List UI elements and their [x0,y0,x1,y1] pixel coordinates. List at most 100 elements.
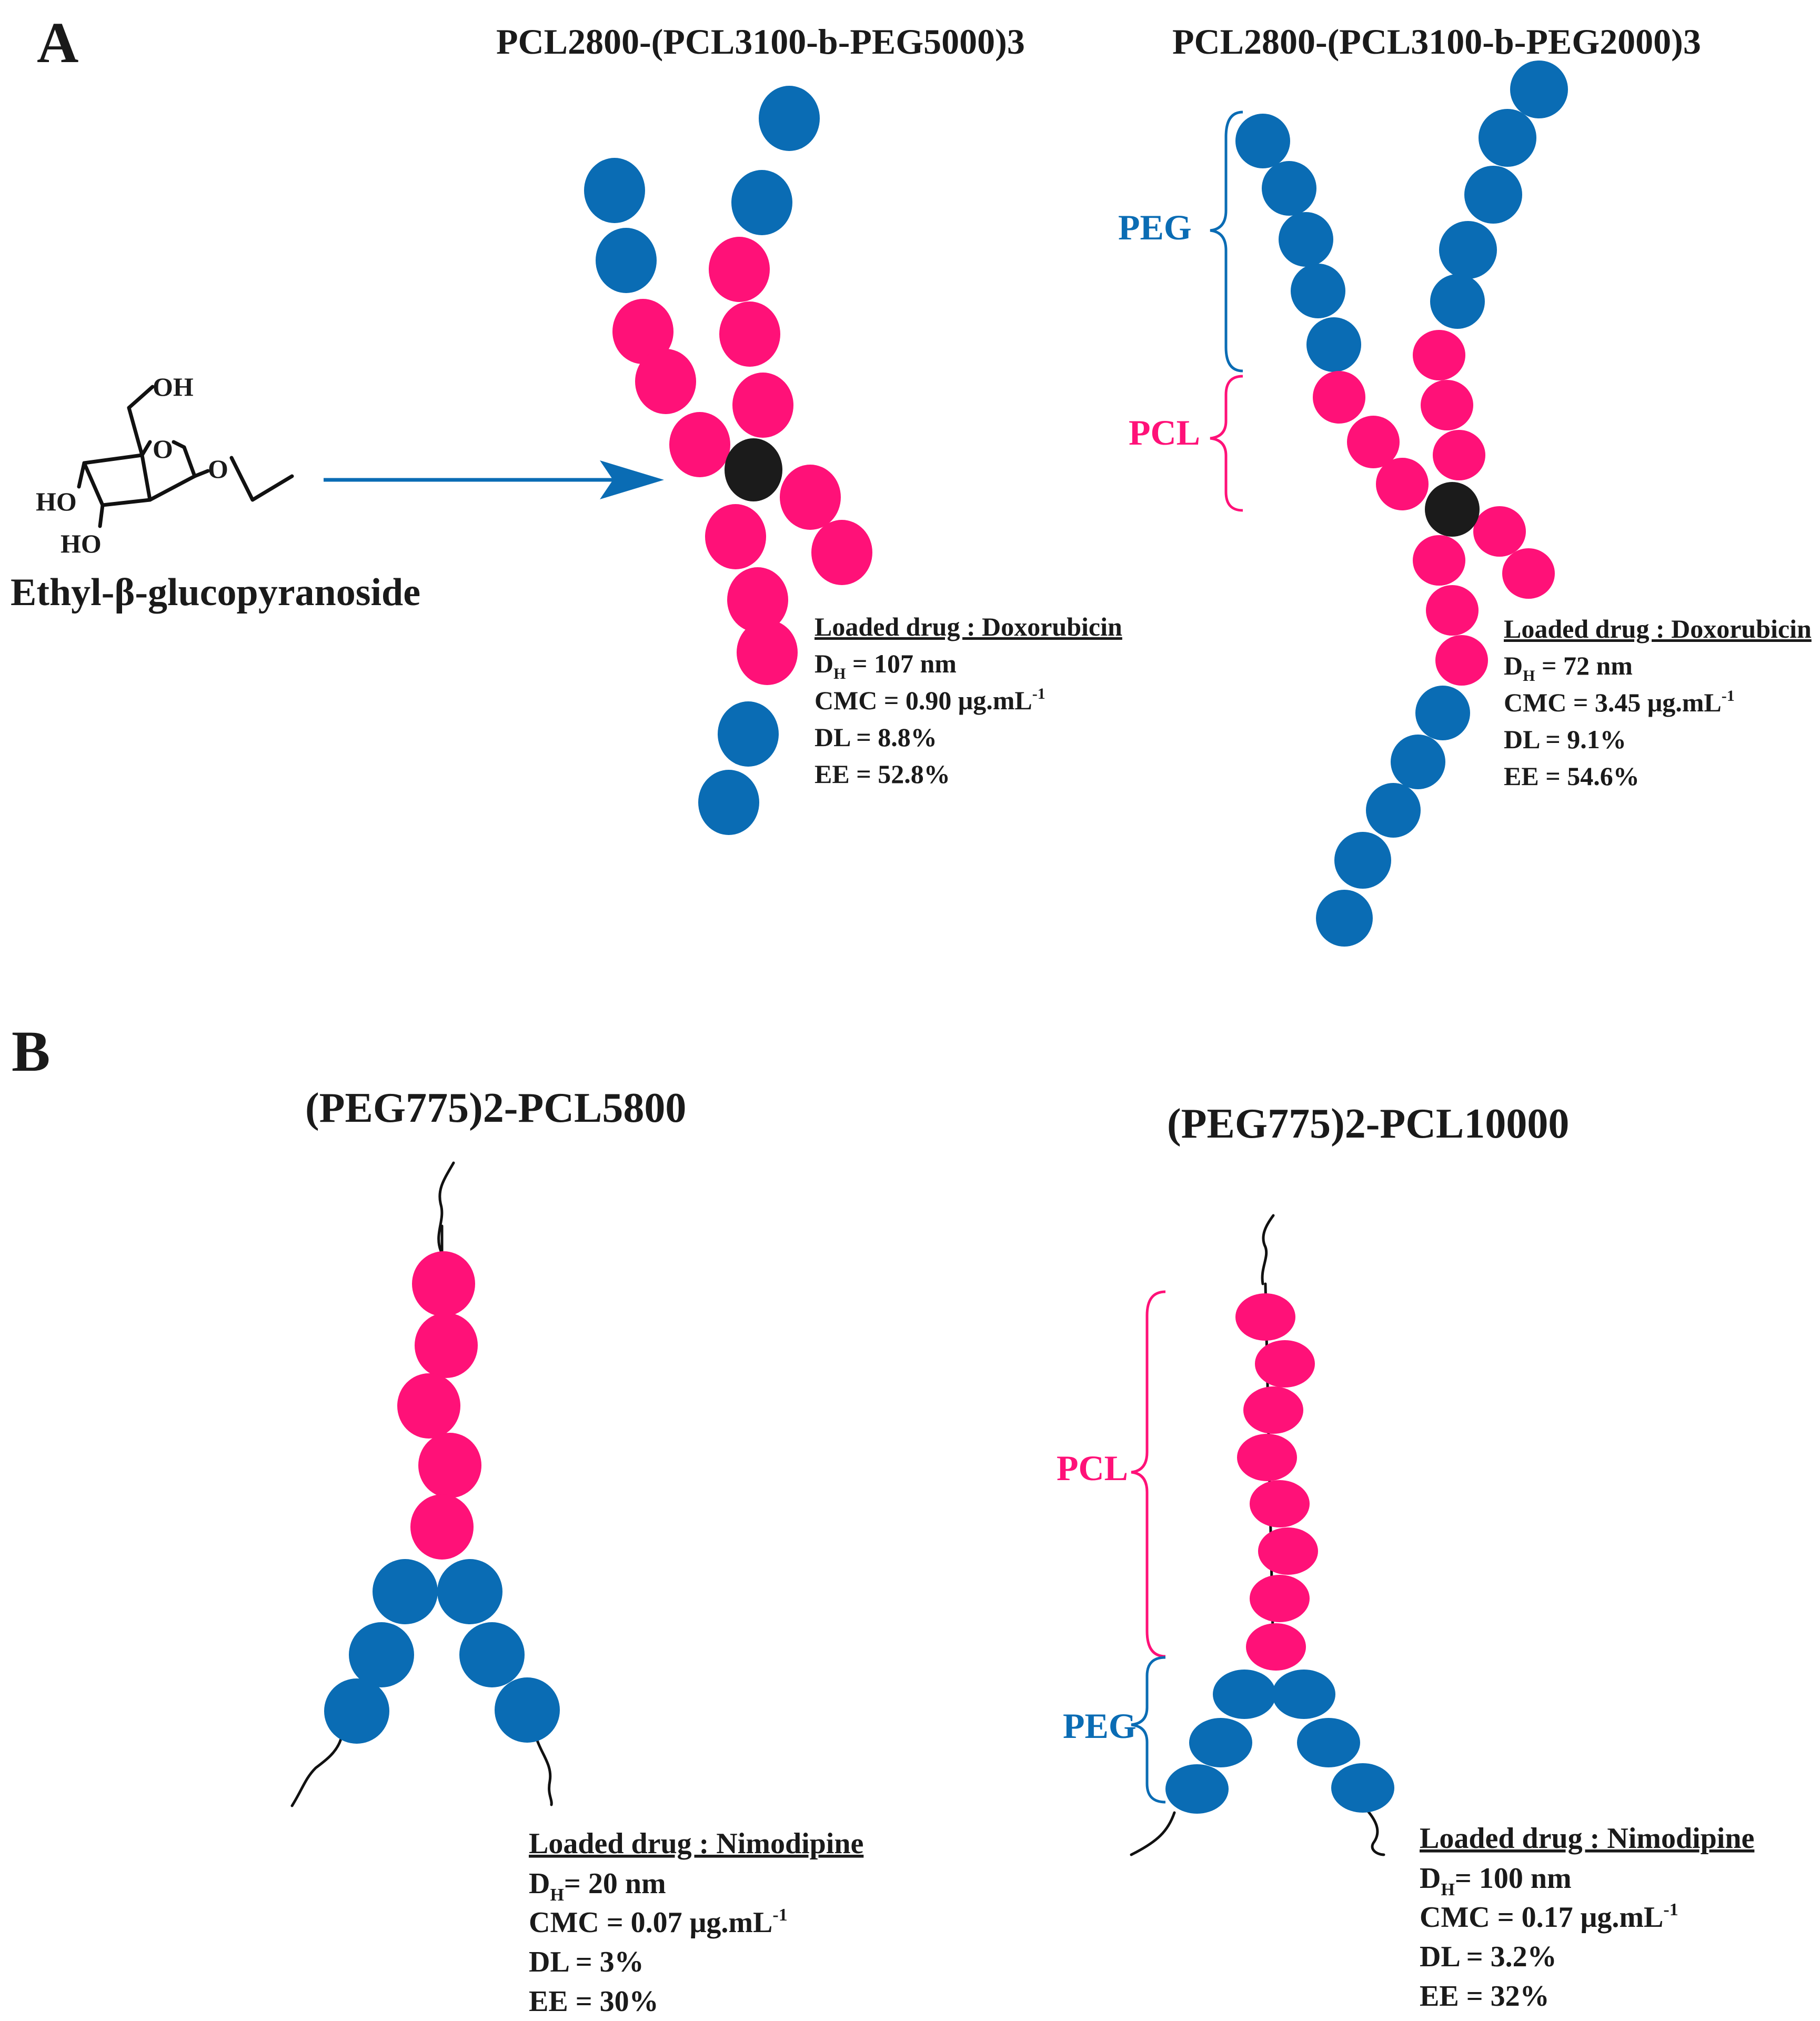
peg-bead [324,1678,389,1744]
cmc-line: CMC = 0.07 μg.mL-1 [529,1905,788,1939]
pcl-bead [1255,1340,1315,1387]
peg-bead [1235,114,1290,168]
panel-b-label: B [12,1019,50,1083]
pcl-bead [1243,1386,1303,1434]
ch2-bond-2 [127,385,155,410]
peg-bracket [1131,1656,1166,1804]
panel-b: B (PEG775)2-PCL5800 Loaded drug : Nimodi… [12,1019,1754,2018]
peg-bead [1189,1718,1252,1767]
peg-bead [1331,1763,1394,1813]
pcl-bead [1413,330,1465,380]
cmc-superscript: -1 [1032,685,1045,702]
peg-bead [495,1677,560,1743]
pcl-bead [1376,458,1429,510]
peg-bead [373,1559,438,1624]
pcl-bead [1502,548,1555,599]
peg-bead [1291,264,1345,318]
ethyl-chain [229,456,294,502]
polymer-b2-chain [1165,1293,1394,1814]
dl-line: DL = 3% [529,1946,644,1978]
polymer-a2-properties: Loaded drug : Doxorubicin DH = 72 nm CMC… [1504,614,1812,791]
peg-bead [1262,161,1316,216]
peg-bead [1479,109,1536,167]
dh-line: DH = 72 nm [1504,651,1633,685]
cmc-text: CMC = 0.90 μg.mL [815,686,1032,715]
arrow-to-core [324,460,664,499]
dh-subscript: H [1523,667,1535,685]
glucopyranoside-structure [77,385,294,528]
arrow-head [600,460,664,499]
polymer-a1-chain [584,86,872,835]
peg-bracket-label: PEG [1118,207,1192,247]
polymer-b1-properties: Loaded drug : Nimodipine DH= 20 nm CMC =… [529,1827,863,2018]
peg-bead [459,1622,525,1687]
peg-bracket-label: PEG [1063,1706,1137,1746]
cmc-text: CMC = 0.17 μg.mL [1420,1901,1663,1934]
ee-line: EE = 52.8% [815,759,950,789]
polymer-b2-properties: Loaded drug : Nimodipine DH= 100 nm CMC … [1420,1822,1754,2013]
dh-line: DH = 107 nm [815,649,957,682]
polymer-b2-title: (PEG775)2-PCL10000 [1167,1101,1569,1147]
dh-value: = 20 nm [564,1867,666,1900]
pcl-bead [1313,371,1365,424]
pcl-bead [705,504,766,569]
cmc-line: CMC = 0.90 μg.mL-1 [815,685,1045,715]
atom-ho-bottom: HO [61,529,102,558]
molecule-name: Ethyl-β-glucopyranoside [11,571,420,614]
peg-bead [1297,1718,1360,1767]
pcl-bead [1413,535,1465,586]
tail-line [290,1737,343,1807]
panel-a-label: A [37,11,78,75]
pcl-bead [1258,1527,1318,1575]
pcl-bead [1426,585,1479,636]
pcl-bead [709,237,770,302]
cmc-superscript: -1 [1722,687,1735,705]
cmc-line: CMC = 3.45 μg.mL-1 [1504,687,1735,717]
dl-line: DL = 3.2% [1420,1940,1557,1973]
peg-bracket [1210,110,1243,373]
pcl-bead [1237,1434,1297,1481]
peg-bead [596,228,657,293]
atom-ring-o: O [153,434,173,464]
atom-oh-top: OH [153,372,194,401]
dh-subscript: H [550,1885,564,1905]
peg-bead [1213,1670,1276,1719]
dh-symbol: D [1504,651,1523,680]
tail-line [1130,1811,1176,1856]
ether-bond-1 [193,469,210,478]
pcl-bracket [1131,1290,1166,1658]
pcl-bead [1250,1480,1310,1527]
dh-symbol: D [529,1867,550,1900]
ho-left-bond [77,461,86,489]
pcl-bracket [1210,375,1243,512]
pcl-bead [412,1251,475,1316]
pcl-bracket-label: PCL [1129,413,1200,453]
panel-a: A OH O HO HO O Ethyl-β-glucopyranoside P… [11,11,1812,947]
peg-bead [437,1559,502,1624]
peg-bead [1430,274,1485,329]
peg-bead [1391,735,1445,789]
pcl-bead [1246,1623,1306,1671]
cmc-text: CMC = 0.07 μg.mL [529,1906,772,1939]
pcl-bead [635,349,696,414]
ch2-bond-1 [127,406,144,457]
polymer-b2-brackets [1131,1290,1166,1804]
pcl-bead [727,567,788,632]
peg-bead [1334,832,1391,889]
atom-ho-left: HO [36,487,77,516]
pcl-bead [1235,1293,1295,1341]
pcl-bead [410,1494,474,1560]
peg-bead [584,158,645,223]
peg-bead [731,170,792,235]
peg-bead [759,86,820,151]
pcl-bead [719,301,780,367]
peg-bead [1279,212,1333,267]
pcl-bead [811,520,872,585]
pcl-bead [1473,506,1526,557]
tail-line [535,1737,553,1806]
pcl-bead [737,620,798,685]
dh-value: = 107 nm [846,649,956,678]
drug-heading: Loaded drug : Nimodipine [529,1827,863,1860]
polymer-a2-title: PCL2800-(PCL3100-b-PEG2000)3 [1172,22,1701,62]
